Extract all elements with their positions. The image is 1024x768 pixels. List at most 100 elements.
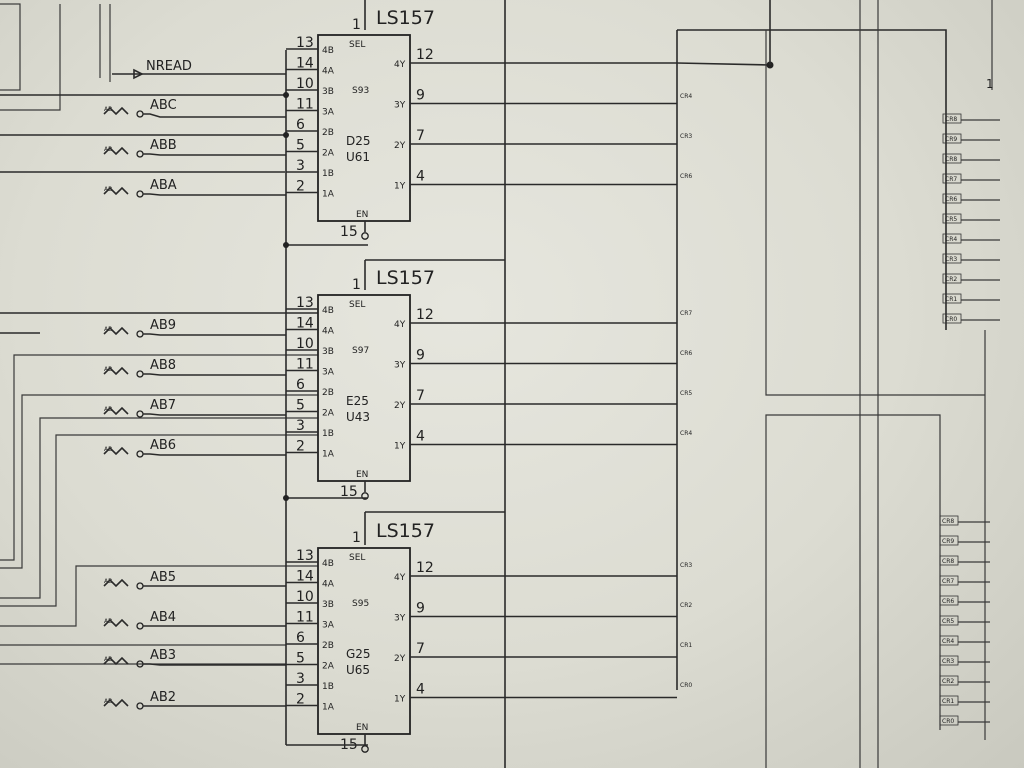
signal-bubble — [136, 702, 144, 710]
connector-pin-label: CR7 — [942, 578, 954, 585]
pin-label: 3A — [322, 621, 335, 631]
chip-body — [317, 34, 411, 222]
pin-number: 2 — [296, 179, 305, 195]
pin-label: 2A — [322, 662, 335, 672]
connector-pin-label: CR5 — [945, 216, 957, 223]
signal-name: ABA — [150, 178, 177, 193]
signal-source-symbol — [103, 326, 129, 336]
offsheet-frame — [0, 3, 21, 91]
sel-pin-label: SEL — [349, 553, 365, 563]
right-bus: 1 — [676, 0, 994, 768]
pin-label: 1B — [322, 429, 334, 439]
pin-number: 12 — [416, 560, 434, 576]
connector-pin — [939, 615, 959, 626]
connector-pin-label: CR9 — [945, 136, 957, 143]
bus-wire — [0, 434, 318, 607]
signal-source-symbol — [103, 656, 129, 666]
sel-pin-label: SEL — [349, 300, 365, 310]
pin-label: 3Y — [394, 101, 406, 111]
connector-pin-label: CR6 — [945, 196, 957, 203]
chip-part-number: LS157 — [376, 520, 435, 542]
pin-number: 7 — [416, 388, 425, 404]
net-tag: CR3 — [680, 562, 692, 569]
signal-source-symbol — [103, 618, 129, 628]
connector-pin-label: CR8 — [942, 518, 954, 525]
chip-reference: U61 — [346, 150, 370, 164]
net-tag: CR4 — [680, 430, 692, 437]
signal-wire — [143, 333, 286, 336]
pin-number: 13 — [296, 35, 314, 51]
pin-number: 9 — [416, 348, 425, 364]
en-bubble — [361, 232, 369, 240]
connector-pin — [939, 595, 959, 606]
signal-name: AB8 — [150, 358, 176, 373]
connector-pin — [942, 133, 962, 144]
signal-source-symbol — [103, 366, 129, 376]
net-tag: CR6 — [680, 173, 692, 180]
pin-number: 5 — [296, 138, 305, 154]
signal-name: AB9 — [150, 318, 176, 333]
connector-pin-label: CR6 — [942, 598, 954, 605]
pin-label: 1A — [322, 190, 335, 200]
connector-pin — [942, 293, 962, 304]
pin-number: 4 — [416, 429, 425, 445]
net-tag: CR5 — [680, 390, 692, 397]
connector-pin — [942, 273, 962, 284]
pin-label: 1Y — [394, 442, 406, 452]
pin-number: 3 — [296, 418, 305, 434]
connector-pin — [939, 515, 959, 526]
output-bus — [765, 414, 941, 768]
bus-wire — [0, 394, 318, 569]
chip-part-number: LS157 — [376, 267, 435, 289]
connector-pin-label: CR5 — [942, 618, 954, 625]
pin-label: 2Y — [394, 654, 406, 664]
chip-location: E25 — [346, 394, 369, 408]
connector-pin-label: CR4 — [945, 236, 957, 243]
pin-number: 10 — [296, 336, 314, 352]
pin-label: 3Y — [394, 614, 406, 624]
connector-pin — [939, 695, 959, 706]
junction-dot — [283, 92, 289, 98]
connector-pin-label: CR7 — [945, 176, 957, 183]
pin-label: 4B — [322, 46, 334, 56]
en-bubble — [361, 745, 369, 753]
control-lines — [283, 0, 774, 768]
connector-pin — [942, 173, 962, 184]
signal-wire — [143, 453, 286, 456]
pin-number: 7 — [416, 641, 425, 657]
signal-bubble — [136, 622, 144, 630]
pin-number: 5 — [296, 651, 305, 667]
signal-bubble — [136, 110, 144, 118]
connector-pin-label: CR3 — [945, 256, 957, 263]
pin-number: 13 — [296, 548, 314, 564]
pin-label: 1B — [322, 682, 334, 692]
pin-number: 2 — [296, 439, 305, 455]
signal-wire — [143, 113, 286, 118]
pin-label: 1B — [322, 169, 334, 179]
en-pin-number: 15 — [340, 484, 358, 500]
pin-label: 3A — [322, 108, 335, 118]
pin-label: 4A — [322, 580, 335, 590]
pin-label: 2B — [322, 641, 334, 651]
pin-label: 4Y — [394, 573, 406, 583]
connector-pin-label: CR2 — [942, 678, 954, 685]
connector-pin-label: CR2 — [945, 276, 957, 283]
connector-pin — [939, 675, 959, 686]
pin-number: 14 — [296, 569, 314, 585]
connector-pin — [942, 313, 962, 324]
pin-number: 7 — [416, 128, 425, 144]
pin-label: 3A — [322, 368, 335, 378]
en-pin-label: EN — [356, 210, 368, 220]
sel-pin-label: SEL — [349, 40, 365, 50]
pin-label: 3Y — [394, 361, 406, 371]
connector-pin-label: CR0 — [945, 316, 957, 323]
